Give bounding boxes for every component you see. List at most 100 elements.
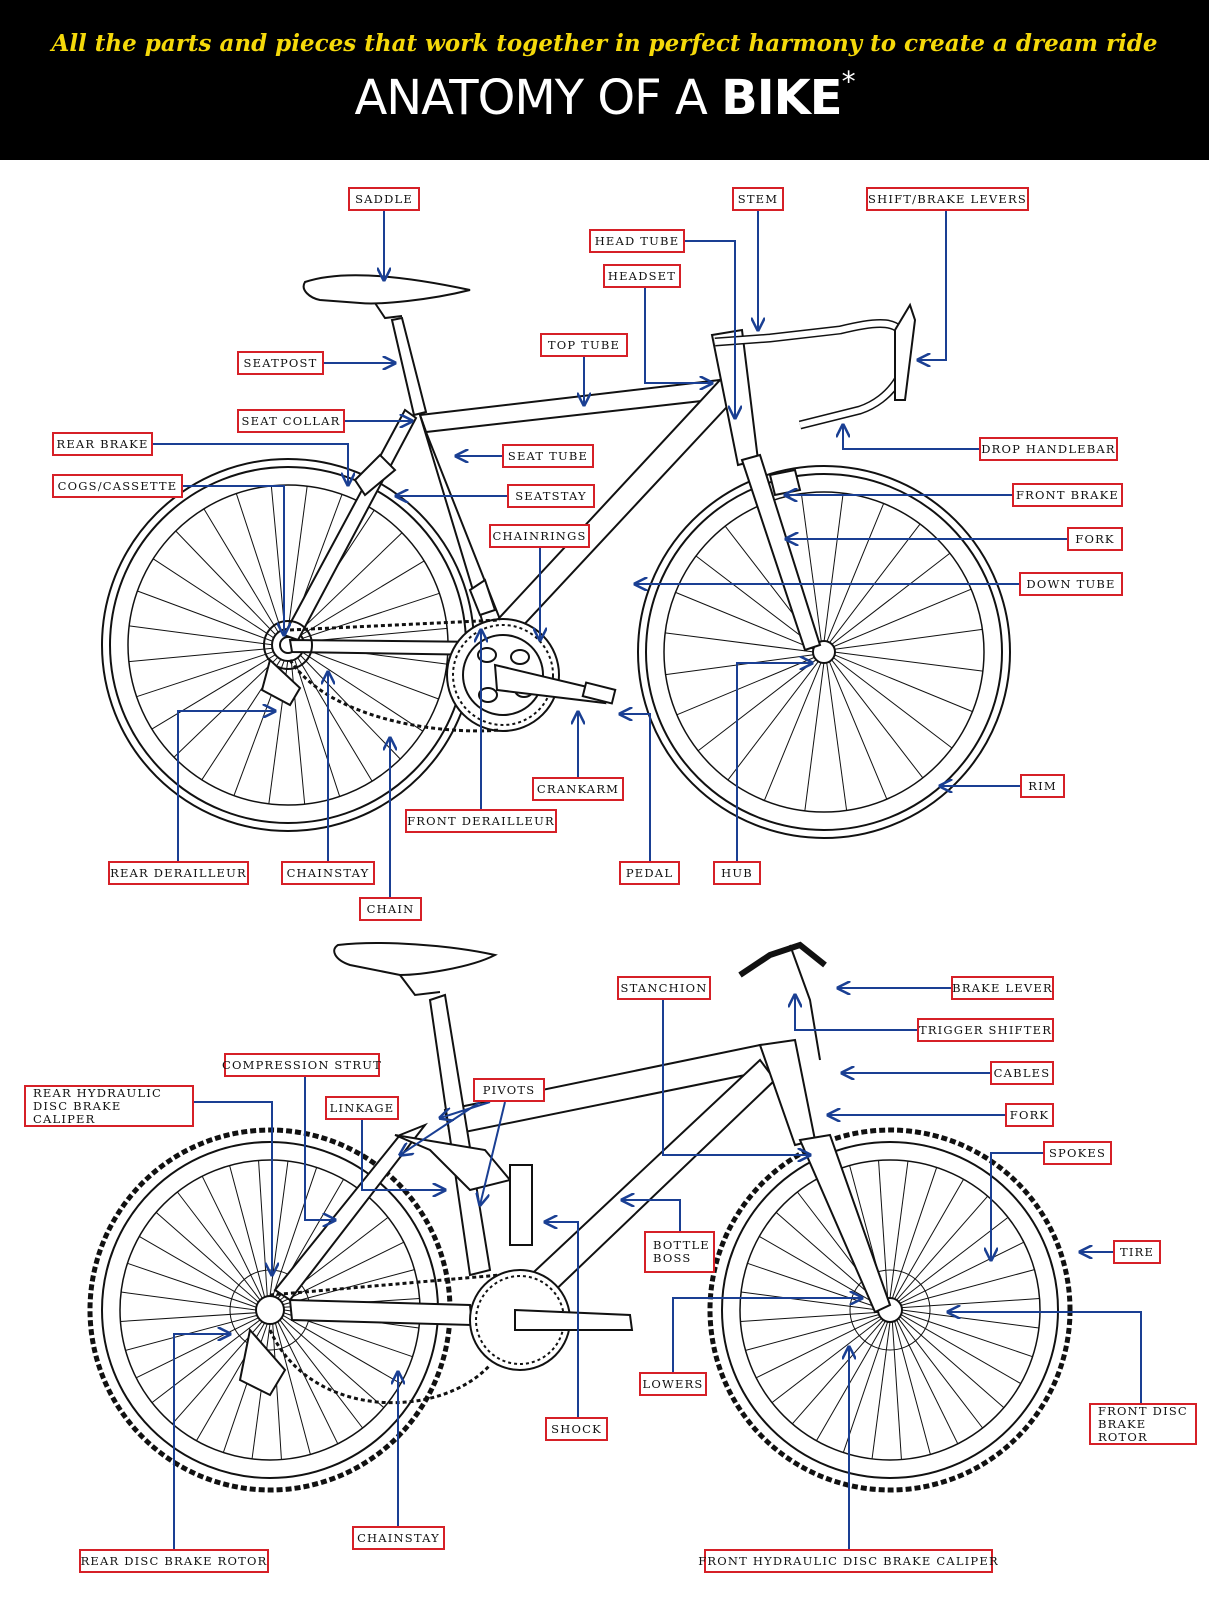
label-front-disc-brake-rotor: FRONT DISC BRAKE ROTOR	[1089, 1403, 1197, 1445]
label-stanchion: STANCHION	[617, 976, 711, 1000]
spoke	[727, 660, 820, 781]
label-headset: HEADSET	[603, 264, 681, 288]
spoke	[175, 530, 278, 637]
leader-trigger-shifter	[795, 995, 917, 1031]
label-front-brake: FRONT BRAKE	[1012, 483, 1123, 507]
spoke	[137, 590, 275, 643]
spoke	[128, 647, 275, 663]
spoke	[896, 1319, 959, 1445]
spoke	[832, 656, 953, 749]
label-shift-brake-levers: SHIFT/BRAKE LEVERS	[866, 187, 1029, 211]
spoke	[125, 1314, 258, 1351]
label-fork: FORK	[1067, 527, 1123, 551]
spoke	[740, 1311, 879, 1322]
spoke	[279, 1319, 364, 1429]
label-down-tube: DOWN TUBE	[1019, 572, 1123, 596]
road-front-wheel	[637, 465, 1011, 839]
spoke	[800, 493, 822, 643]
leader-hub	[736, 663, 812, 861]
label-saddle: SADDLE	[348, 187, 420, 211]
leader-compression-strut	[304, 1077, 335, 1220]
label-chainstay-road: CHAINSTAY	[281, 861, 375, 885]
label-seatstay: SEATSTAY	[507, 484, 595, 508]
spoke	[763, 661, 822, 801]
spoke	[894, 1179, 965, 1300]
label-chain: CHAIN	[359, 897, 422, 921]
spoke	[755, 1316, 881, 1379]
spoke	[277, 1321, 339, 1445]
spoke	[830, 552, 951, 646]
spoke	[287, 486, 308, 632]
spoke	[129, 625, 275, 646]
label-crankarm: CRANKARM	[532, 777, 624, 801]
label-rim: RIM	[1020, 774, 1065, 798]
label-rear-derailleur: REAR DERAILLEUR	[108, 861, 249, 885]
spoke	[833, 651, 983, 672]
spoke	[833, 628, 983, 650]
title-light: ANATOMY OF A	[354, 70, 722, 126]
label-compression-strut: COMPRESSION STRUT	[222, 1053, 381, 1077]
spoke	[300, 650, 424, 732]
spoke	[745, 1314, 880, 1351]
spoke	[229, 1165, 266, 1298]
spoke	[871, 1321, 891, 1459]
label-trigger-shifter: TRIGGER SHIFTER	[917, 1018, 1054, 1042]
spoke	[281, 1317, 385, 1409]
road-chain	[288, 618, 501, 733]
spoke	[695, 555, 816, 648]
leader-lines	[153, 211, 1142, 1549]
spoke	[151, 653, 278, 730]
leader-front-rotor	[948, 1312, 1142, 1403]
label-pivots: PIVOTS	[473, 1078, 545, 1102]
spoke	[293, 657, 341, 797]
spoke	[139, 1235, 258, 1306]
spoke	[173, 655, 280, 758]
spoke	[791, 1319, 884, 1425]
label-shock: SHOCK	[545, 1417, 608, 1441]
label-seat-collar: SEAT COLLAR	[237, 409, 345, 433]
spoke	[889, 1161, 909, 1299]
spoke	[176, 1191, 261, 1301]
spoke	[900, 1269, 1035, 1306]
label-chainstay-mtb: CHAINSTAY	[352, 1526, 445, 1550]
spoke	[815, 1320, 886, 1441]
spoke	[121, 1291, 257, 1311]
spoke	[155, 1211, 259, 1303]
spoke	[899, 1241, 1025, 1304]
spoke	[901, 1311, 1033, 1358]
road-bike-drawing	[101, 274, 1011, 839]
label-head-tube: HEAD TUBE	[589, 229, 685, 253]
leader-rear-derailleur	[177, 711, 275, 861]
spoke	[135, 1317, 259, 1379]
mountain-bike-drawing	[87, 941, 1073, 1493]
spoke	[823, 493, 844, 643]
spoke	[665, 632, 815, 653]
label-brake-lever: BRAKE LEVER	[951, 976, 1054, 1000]
spoke	[296, 532, 403, 635]
label-cables: CABLES	[990, 1061, 1054, 1085]
spoke	[833, 654, 973, 713]
spoke	[301, 647, 439, 700]
spoke	[899, 1316, 1005, 1409]
spoke	[832, 588, 972, 648]
spoke	[281, 1241, 405, 1303]
leader-shock	[545, 1222, 579, 1417]
label-front-derailleur: FRONT DERAILLEUR	[405, 809, 557, 833]
mtb-frame	[273, 993, 892, 1327]
leader-head-tube	[685, 240, 735, 418]
mtb-saddle	[333, 942, 498, 977]
page-title: ANATOMY OF A BIKE*	[0, 65, 1209, 126]
spoke	[775, 1211, 881, 1304]
spoke	[697, 658, 818, 752]
spoke	[828, 660, 888, 800]
leader-pivots-1	[400, 1101, 481, 1155]
label-hub: HUB	[713, 861, 761, 885]
spoke	[741, 1291, 879, 1311]
label-cogs-cassette: COGS/CASSETTE	[52, 474, 183, 498]
spoke	[120, 1312, 257, 1322]
leader-pivots-2	[480, 1101, 506, 1205]
leader-cogs-cassette	[183, 485, 284, 635]
label-rear-hydraulic-disc-brake-caliper: REAR HYDRAULIC DISC BRAKE CALIPER	[24, 1085, 194, 1127]
spoke	[894, 1320, 931, 1455]
spoke	[898, 1216, 1009, 1302]
